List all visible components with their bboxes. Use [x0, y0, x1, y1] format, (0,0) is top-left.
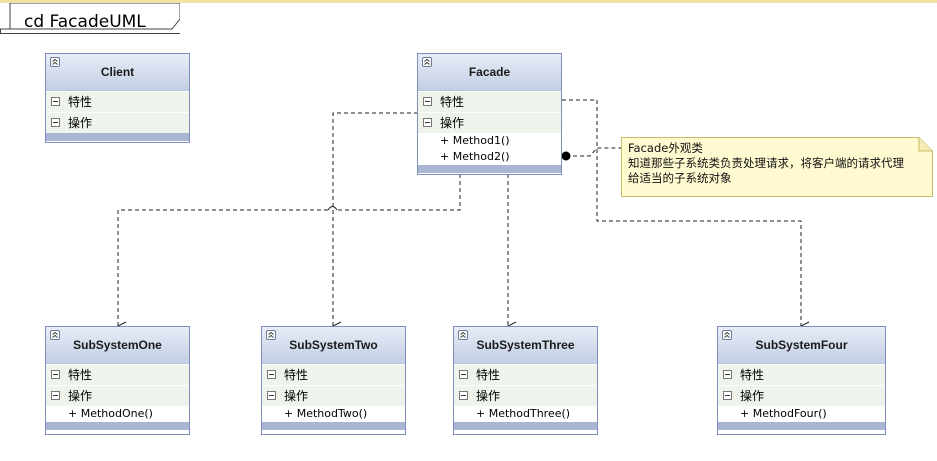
method-item[interactable]: + MethodOne() [68, 407, 153, 420]
collapse-minus-icon[interactable] [267, 370, 276, 379]
attributes-label: 特性 [476, 368, 501, 382]
method-item[interactable]: + MethodTwo() [284, 407, 368, 420]
class-name: SubSystemOne [73, 338, 162, 352]
class-footer [46, 133, 189, 141]
attributes-section[interactable]: 特性 [46, 91, 189, 112]
class-name: SubSystemThree [476, 338, 575, 352]
subsystem-two-class-header[interactable]: SubSystemTwo [262, 327, 405, 364]
subsystem-one-class-header[interactable]: SubSystemOne [46, 327, 189, 364]
subsystem-two-class[interactable]: SubSystemTwo 特性 操作 + MethodTwo() [261, 326, 406, 435]
note-line: 给适当的子系统对象 [628, 171, 732, 185]
dependency-to-subsystem-one [118, 174, 461, 326]
collapse-minus-icon[interactable] [423, 97, 432, 106]
class-footer [46, 422, 189, 430]
note-anchor-line [566, 147, 621, 157]
collapse-minus-icon[interactable] [51, 118, 60, 127]
collapse-icon[interactable] [266, 330, 276, 340]
operations-section[interactable]: 操作 [454, 385, 597, 406]
operations-label: 操作 [740, 389, 765, 403]
line-jump-arc [327, 206, 338, 211]
subsystem-three-class-header[interactable]: SubSystemThree [454, 327, 597, 364]
collapse-minus-icon[interactable] [723, 370, 732, 379]
class-footer [454, 422, 597, 430]
class-footer [418, 165, 561, 173]
attributes-section[interactable]: 特性 [418, 91, 561, 112]
collapse-icon[interactable] [422, 57, 432, 67]
collapse-minus-icon[interactable] [723, 391, 732, 400]
attributes-section[interactable]: 特性 [718, 364, 885, 385]
collapse-minus-icon[interactable] [51, 370, 60, 379]
note-line: Facade外观类 [628, 141, 703, 155]
class-footer [262, 422, 405, 430]
client-class-header[interactable]: Client [46, 54, 189, 91]
collapse-minus-icon[interactable] [267, 391, 276, 400]
note-line: 知道那些子系统类负责处理请求，将客户端的请求代理 [628, 156, 904, 170]
class-name: SubSystemTwo [289, 338, 378, 352]
note-shape [621, 137, 933, 197]
attributes-label: 特性 [68, 95, 93, 109]
method-item[interactable]: + Method2() [440, 150, 510, 163]
methods-list: + MethodOne() [46, 406, 189, 422]
subsystem-four-class-header[interactable]: SubSystemFour [718, 327, 885, 364]
attributes-label: 特性 [284, 368, 309, 382]
subsystem-four-class[interactable]: SubSystemFour 特性 操作 + MethodFour() [717, 326, 886, 435]
note-text: Facade外观类 知道那些子系统类负责处理请求，将客户端的请求代理 给适当的子… [628, 141, 928, 186]
operations-section[interactable]: 操作 [46, 112, 189, 133]
attributes-label: 特性 [68, 368, 93, 382]
dependency-to-subsystem-four [562, 99, 801, 326]
collapse-icon[interactable] [50, 57, 60, 67]
collapse-icon[interactable] [50, 330, 60, 340]
attributes-section[interactable]: 特性 [262, 364, 405, 385]
collapse-icon[interactable] [458, 330, 468, 340]
attributes-section[interactable]: 特性 [46, 364, 189, 385]
operations-section[interactable]: 操作 [418, 112, 561, 133]
subsystem-one-class[interactable]: SubSystemOne 特性 操作 + MethodOne() [45, 326, 190, 435]
method-item[interactable]: + MethodThree() [476, 407, 571, 420]
operations-section[interactable]: 操作 [262, 385, 405, 406]
collapse-icon[interactable] [722, 330, 732, 340]
dependency-to-subsystem-two [333, 112, 418, 326]
operations-section[interactable]: 操作 [46, 385, 189, 406]
operations-label: 操作 [68, 116, 93, 130]
operations-label: 操作 [440, 116, 465, 130]
collapse-minus-icon[interactable] [51, 97, 60, 106]
facade-note[interactable]: Facade外观类 知道那些子系统类负责处理请求，将客户端的请求代理 给适当的子… [621, 137, 933, 197]
class-name: SubSystemFour [755, 338, 848, 352]
class-name: Client [100, 65, 135, 79]
operations-section[interactable]: 操作 [718, 385, 885, 406]
diagram-top-border [0, 0, 937, 3]
diagram-title: cd FacadeUML [24, 12, 146, 32]
collapse-minus-icon[interactable] [459, 370, 468, 379]
facade-class[interactable]: Facade 特性 操作 + Method1() + Method2() [417, 53, 562, 175]
note-anchor-dot [561, 151, 571, 161]
operations-label: 操作 [284, 389, 309, 403]
attributes-section[interactable]: 特性 [454, 364, 597, 385]
method-item[interactable]: + MethodFour() [740, 407, 827, 420]
methods-list: + MethodThree() [454, 406, 597, 422]
operations-label: 操作 [68, 389, 93, 403]
client-class[interactable]: Client 特性 操作 [45, 53, 190, 143]
methods-list: + MethodFour() [718, 406, 885, 422]
collapse-minus-icon[interactable] [459, 391, 468, 400]
attributes-label: 特性 [740, 368, 765, 382]
diagram-frame-tab: cd FacadeUML [0, 3, 180, 34]
facade-class-header[interactable]: Facade [418, 54, 561, 91]
methods-list: + MethodTwo() [262, 406, 405, 422]
attributes-label: 特性 [440, 95, 465, 109]
collapse-minus-icon[interactable] [51, 391, 60, 400]
class-footer [718, 422, 885, 430]
class-name: Facade [468, 65, 511, 79]
method-item[interactable]: + Method1() [440, 134, 510, 147]
collapse-minus-icon[interactable] [423, 118, 432, 127]
operations-label: 操作 [476, 389, 501, 403]
methods-list: + Method1() + Method2() [418, 133, 561, 165]
subsystem-three-class[interactable]: SubSystemThree 特性 操作 + MethodThree() [453, 326, 598, 435]
frame-tab-outline [0, 3, 180, 34]
